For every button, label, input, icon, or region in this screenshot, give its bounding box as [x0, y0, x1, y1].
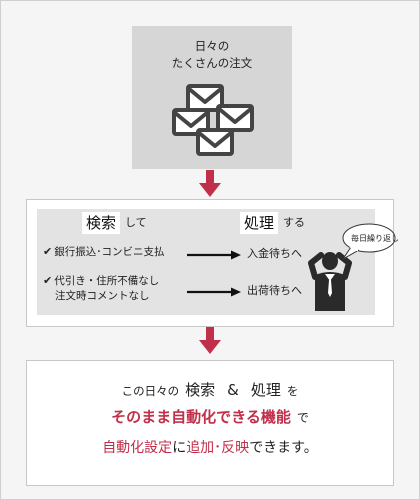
summary-particle: に [172, 440, 187, 456]
orders-title-line1: 日々の [194, 39, 230, 53]
check-icon: ✔ [43, 274, 53, 287]
summary-kw-handle: 処理 [250, 381, 281, 399]
summary-line2: そのまま自動化できる機能で [27, 406, 393, 429]
envelope-stack-icon [172, 84, 254, 156]
search-keyword: 検索 [82, 212, 121, 234]
summary-ampersand: & [227, 381, 239, 399]
handle-suffix: する [283, 216, 305, 229]
summary-line2-suffix: で [296, 411, 309, 425]
result-awaiting-payment: 入金待ちへ [247, 247, 302, 260]
summary-suffix: を [286, 384, 299, 398]
orders-title-line2: たくさんの注文 [171, 56, 253, 70]
daily-orders-box: 日々の たくさんの注文 [132, 26, 292, 169]
stressed-person-icon [308, 252, 352, 311]
summary-highlight: そのまま自動化できる機能 [111, 408, 291, 426]
condition-cod-no-issues: ✔代引き・住所不備なし 注文時コメントなし [43, 273, 159, 304]
summary-line3: 自動化設定に追加･反映できます。 [27, 437, 393, 459]
speech-bubble-icon [342, 223, 396, 260]
bubble-text-daily-repeat: 毎日繰り返し [351, 234, 399, 243]
search-process-box: 検索 して 処理 する ✔銀行振込･コンビニ支払 入金待ちへ ✔代引き・住所不備… [26, 199, 399, 327]
condition-text: 代引き・住所不備なし [54, 275, 160, 287]
condition-text-line2: 注文時コメントなし [55, 290, 150, 302]
automation-summary-box: この日々の検索&処理を そのまま自動化できる機能で 自動化設定に追加･反映できま… [26, 360, 394, 486]
condition-bank-convenience: ✔銀行振込･コンビニ支払 [43, 244, 164, 260]
search-suffix: して [125, 216, 147, 229]
summary-kw-search: 検索 [185, 381, 216, 399]
process-inner-panel: 検索 して 処理 する ✔銀行振込･コンビニ支払 入金待ちへ ✔代引き・住所不備… [37, 209, 399, 315]
right-arrow-icon [187, 287, 241, 297]
summary-automation-settings: 自動化設定 [102, 440, 173, 456]
summary-add-apply: 追加･反映 [186, 440, 250, 456]
check-icon: ✔ [43, 245, 53, 258]
down-arrow-icon [199, 170, 221, 197]
summary-line1: この日々の検索&処理を [27, 379, 393, 402]
handle-keyword: 処理 [240, 212, 279, 234]
condition-text: 銀行振込･コンビニ支払 [54, 246, 165, 258]
summary-prefix: この日々の [121, 384, 180, 398]
result-awaiting-shipment: 出荷待ちへ [247, 284, 302, 297]
right-arrow-icon [187, 250, 241, 260]
orders-title: 日々の たくさんの注文 [132, 38, 292, 72]
summary-can-do: できます。 [249, 440, 318, 456]
down-arrow-icon [199, 327, 221, 354]
